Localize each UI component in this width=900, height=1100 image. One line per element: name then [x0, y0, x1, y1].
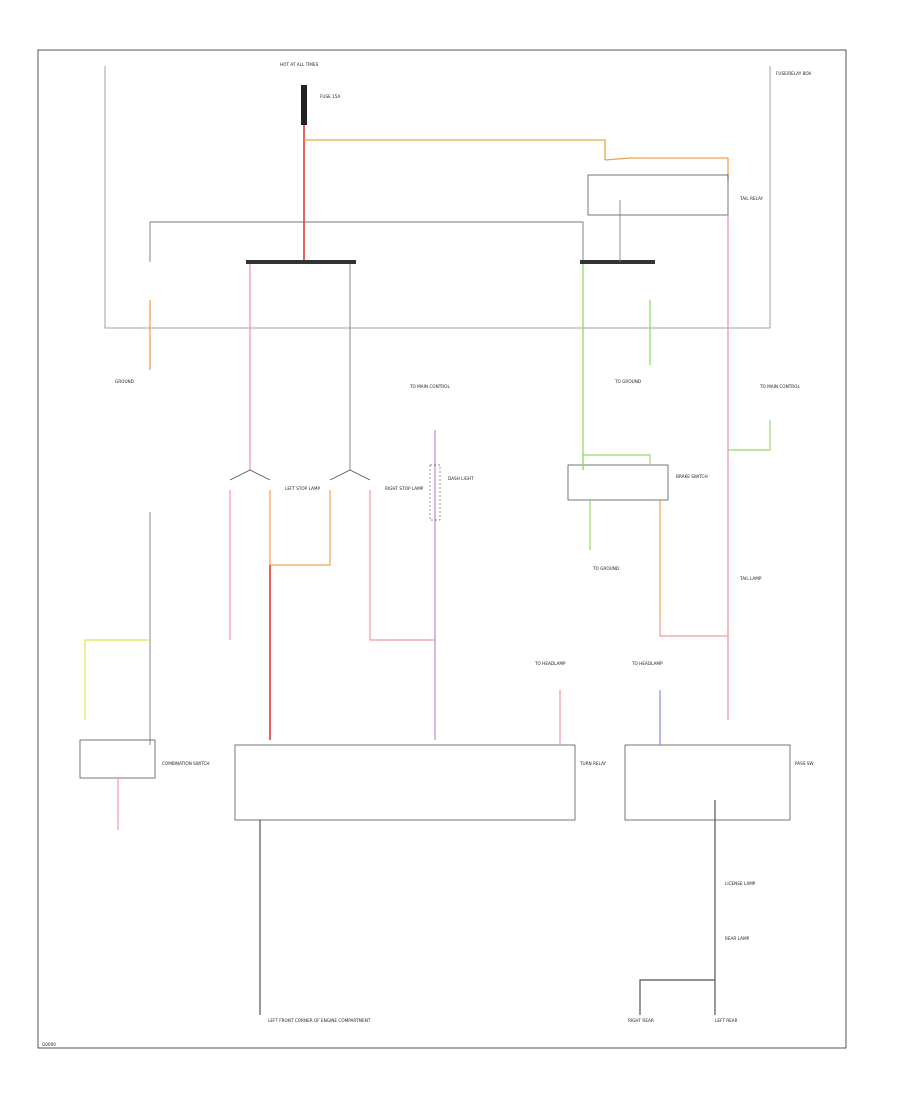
wire-orange-relay [604, 157, 729, 180]
fuse-element [301, 85, 307, 125]
combination-switch-label: COMBINATION SWITCH [162, 761, 210, 766]
fuse-box-outline [104, 66, 771, 329]
ground-left-label: GROUND [115, 379, 134, 384]
left-stop-fork [229, 469, 271, 481]
fuse-box-label: FUSE/RELAY BOX [776, 71, 811, 76]
wire-pink-b [369, 490, 435, 641]
wire-yellow [84, 639, 150, 720]
wire-green-right-tap [728, 420, 771, 451]
outer-border [37, 49, 847, 1049]
to-headlamp-label: TO HEADLAMP [534, 661, 566, 666]
license-lamp-label: LICENSE LAMP [725, 881, 756, 886]
bottom-right-label-1: RIGHT REAR [628, 1018, 654, 1023]
left-stop-label: LEFT STOP LAMP [285, 486, 320, 491]
wire-gray-split [639, 979, 715, 1015]
turn-relay-label: TURN RELAY [579, 761, 607, 766]
pass-switch-label: PASS SW [795, 761, 814, 766]
rear-lamp-label: REAR LAMP [725, 936, 750, 941]
dash-light-label: DASH LIGHT [448, 476, 474, 481]
ground-mid-label: TO GROUND [614, 379, 641, 384]
bus-bar-right [580, 260, 655, 264]
brake-switch-box [567, 464, 669, 501]
main-control-right-label: TO MAIN CONTROL [759, 384, 800, 389]
brake-switch-label: BRAKE SWITCH [676, 474, 708, 479]
to-headlamp-label-2: TO HEADLAMP [631, 661, 663, 666]
wire-orange-mid [269, 490, 331, 566]
tail-relay-box [587, 174, 729, 216]
pass-switch-box [624, 744, 791, 821]
combination-switch-box [79, 739, 156, 779]
tail-relay-label: TAIL RELAY [739, 196, 764, 201]
tail-lamp-label: TAIL LAMP [739, 576, 762, 581]
wire-gray-bus [149, 221, 584, 262]
right-stop-label: RIGHT STOP LAMP [385, 486, 424, 491]
wire-green-loop [582, 454, 651, 470]
bus-bar-left [246, 260, 356, 264]
wire-orange-top [304, 139, 606, 160]
main-control-label: TO MAIN CONTROL [409, 384, 450, 389]
turn-relay-box [234, 744, 576, 821]
diagram-title: HOT AT ALL TIMES [280, 62, 319, 67]
ground-right-label: TO GROUND [592, 566, 619, 571]
wire-pink-brake [659, 620, 728, 637]
footer-code: G0000 [42, 1042, 56, 1047]
right-stop-fork [329, 469, 371, 481]
bottom-right-label-2: LEFT REAR [715, 1018, 738, 1023]
bottom-ground-label: LEFT FRONT CORNER OF ENGINE COMPARTMENT [268, 1018, 371, 1023]
fuse-label: FUSE 15A [320, 94, 340, 99]
dash-light-box [429, 464, 441, 521]
